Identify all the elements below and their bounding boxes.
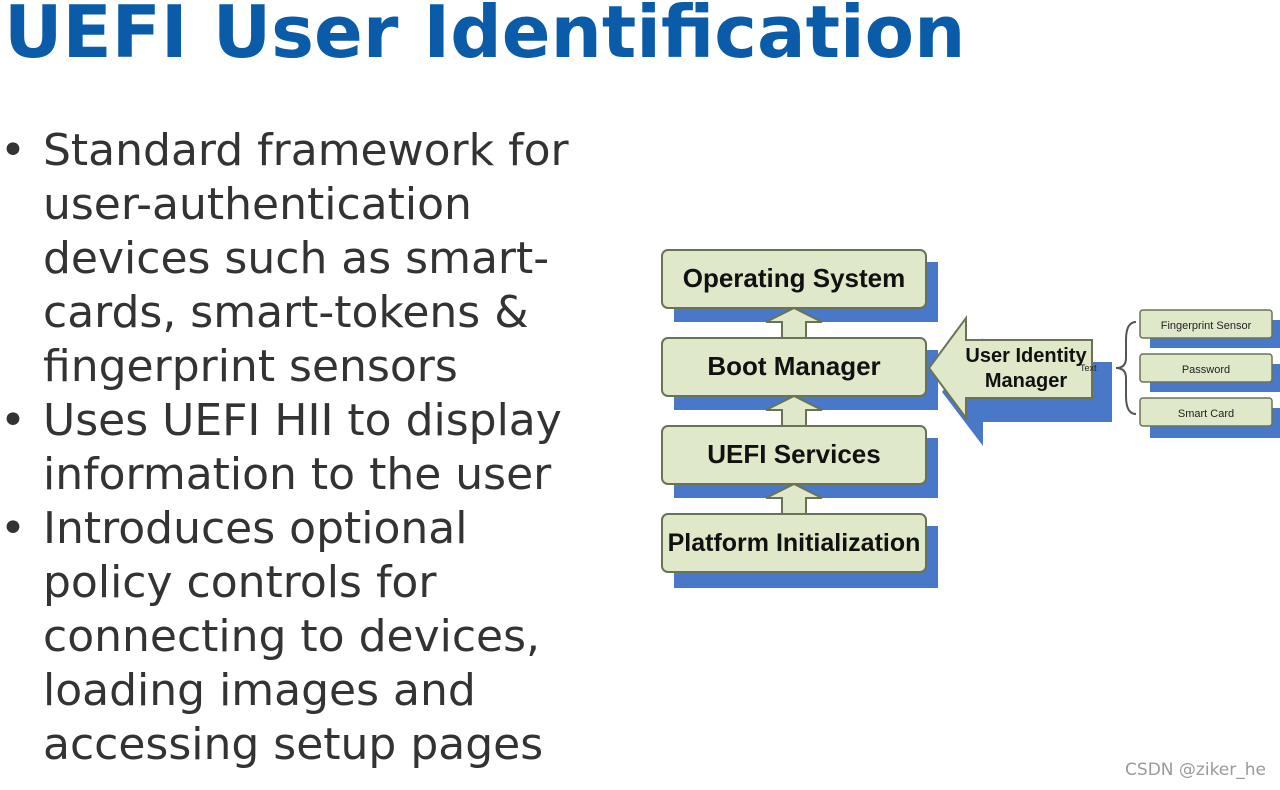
up-arrow-icon (765, 306, 823, 339)
user-identity-manager: User Identity Manager Text (927, 314, 1112, 446)
device-box-smart-card: Smart Card (1139, 397, 1280, 438)
bullet-dot-icon: • (0, 503, 26, 554)
up-arrow-icon (765, 394, 823, 427)
stack-box-boot-manager: Boot Manager (661, 337, 938, 410)
bullet-list: • Standard framework for user-authentica… (0, 124, 620, 772)
box-label: Smart Card (1178, 408, 1234, 420)
box-label: UEFI Services (707, 439, 880, 469)
brace-connector (1115, 321, 1137, 415)
architecture-diagram: Operating System Boot Manager UEFI Servi… (661, 249, 1280, 588)
uim-label-line-1: User Identity (965, 345, 1087, 367)
device-box-fingerprint-sensor: Fingerprint Sensor (1139, 309, 1280, 348)
stack-box-uefi-services: UEFI Services (661, 425, 938, 498)
bullet-item-3: • Introduces optional policy controls fo… (0, 503, 544, 770)
device-box-password: Password (1139, 353, 1280, 392)
box (1139, 353, 1273, 383)
box-label: Fingerprint Sensor (1161, 320, 1252, 332)
bullet-dot-icon: • (0, 395, 26, 446)
up-arrow-icon (765, 482, 823, 515)
uim-arrow-icon (927, 314, 1093, 422)
slide-title: UEFI User Identification (4, 0, 966, 74)
uim-note: Text (1080, 363, 1097, 373)
watermark: CSDN @ziker_he (1125, 760, 1266, 780)
stack-box-platform-initialization: Platform Initialization (661, 513, 938, 588)
box-label: Platform Initialization (668, 529, 921, 557)
box-label: Boot Manager (707, 351, 880, 381)
box-label: Password (1182, 364, 1230, 376)
bullet-item-1: • Standard framework for user-authentica… (0, 125, 569, 392)
uim-label-line-2: Manager (985, 370, 1067, 392)
box (1139, 397, 1273, 427)
box (1139, 309, 1273, 339)
bullet-dot-icon: • (0, 125, 26, 176)
box-label: Operating System (683, 263, 906, 293)
bullet-item-2: • Uses UEFI HII to display information t… (0, 395, 562, 500)
stack-box-operating-system: Operating System (661, 249, 938, 322)
